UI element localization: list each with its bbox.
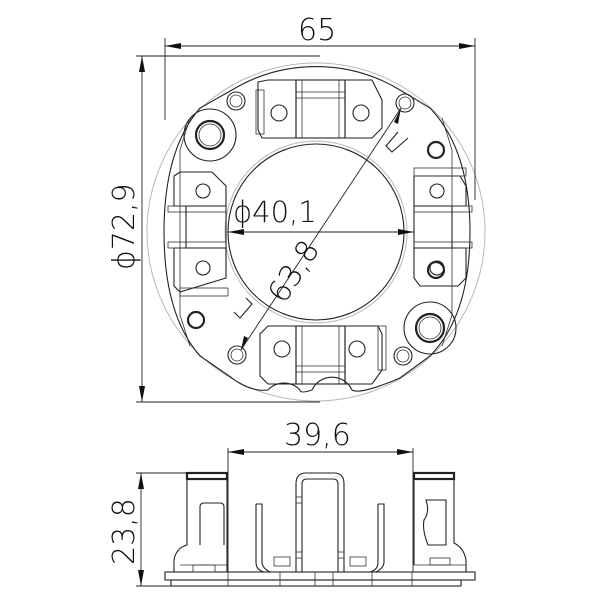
base-plate-lower (170, 579, 462, 587)
dim-inner-diameter: ϕ40,1 (228, 195, 414, 235)
side-terminal-left (255, 503, 291, 573)
inner-diameter-label: ϕ40,1 (233, 195, 317, 229)
plate-outline (163, 66, 471, 393)
brush-holder-top (255, 79, 383, 139)
side-brush-box-right (412, 471, 467, 572)
side-center-bracket (295, 472, 345, 572)
hole-spacing-label: 63,8 (261, 234, 327, 309)
spring-clip-top-right (385, 131, 409, 153)
mounting-boss-top-left (183, 108, 237, 162)
side-brush-box-left (173, 471, 229, 573)
base-plate (164, 571, 476, 581)
brush-span-label: 39,6 (284, 418, 351, 453)
height-label: 23,8 (107, 498, 142, 565)
dim-height: 23,8 (107, 472, 186, 587)
outer-diameter-label: ϕ72,9 (107, 183, 142, 270)
brush-holder-bottom (259, 325, 387, 385)
outer-diameter-circle (146, 62, 486, 402)
dim-outer-diameter: ϕ72,9 (107, 55, 320, 403)
top-view: 63,8 ϕ40,1 65 ϕ72,9 (107, 13, 486, 403)
side-terminal-right (349, 503, 385, 573)
rivet-holes (226, 91, 415, 366)
side-view: 39,6 23,8 (107, 418, 476, 587)
brush-holder-left (167, 171, 229, 297)
overall-width-label: 65 (298, 13, 336, 48)
dim-overall-width: 65 (164, 13, 476, 200)
mounting-boss-bottom-right (403, 301, 457, 355)
dim-brush-span: 39,6 (227, 418, 414, 572)
spring-clip-bottom-left (233, 297, 253, 319)
brush-holder-right (413, 167, 473, 287)
